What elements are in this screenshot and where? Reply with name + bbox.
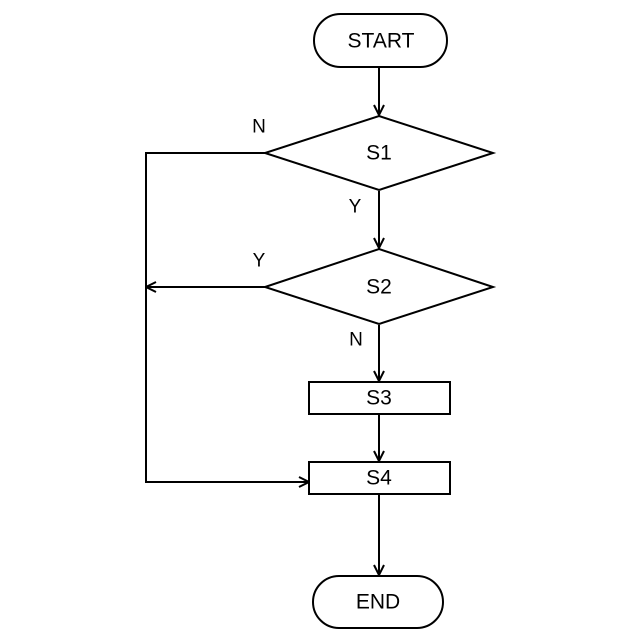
edge-label-s1-yes: Y xyxy=(349,197,362,218)
node-s2-label: S2 xyxy=(366,276,392,299)
node-end: END xyxy=(313,576,443,628)
node-s2: S2 xyxy=(265,249,493,324)
node-s1: S1 xyxy=(265,116,493,190)
node-s4: S4 xyxy=(309,462,450,494)
edge-s1-to-s4 xyxy=(146,153,309,482)
node-s3: S3 xyxy=(309,382,450,414)
edge-label-s1-no: N xyxy=(252,117,266,138)
edge-label-s2-yes: Y xyxy=(253,251,266,272)
node-s3-label: S3 xyxy=(366,387,392,410)
node-s1-label: S1 xyxy=(366,142,392,165)
edge-label-s2-no: N xyxy=(349,330,363,351)
node-start: START xyxy=(314,14,447,67)
node-s4-label: S4 xyxy=(366,467,392,490)
node-start-label: START xyxy=(348,30,415,53)
node-end-label: END xyxy=(356,591,400,614)
